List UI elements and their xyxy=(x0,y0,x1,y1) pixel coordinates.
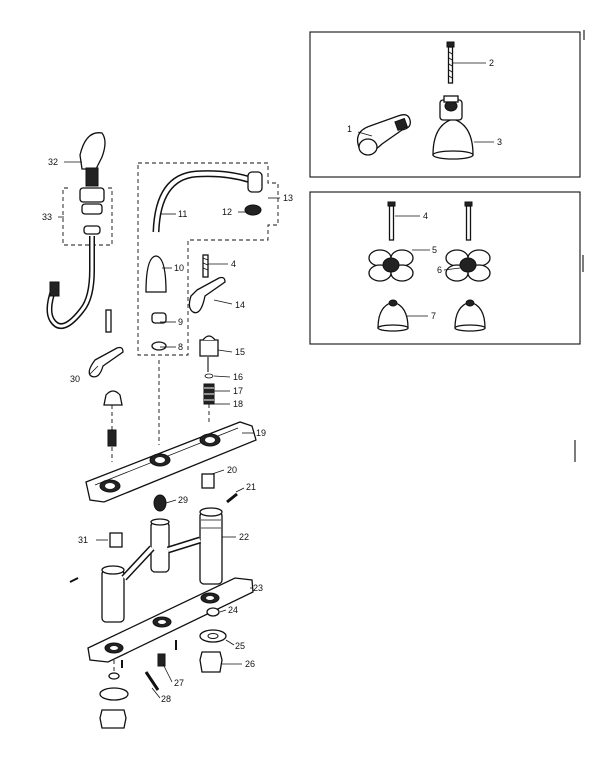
callout-26: 26 xyxy=(245,659,255,669)
callout-33: 33 xyxy=(42,212,52,222)
screw-part-2 xyxy=(446,41,455,84)
callout-12: 12 xyxy=(222,207,232,217)
left-valve-stack xyxy=(88,309,124,462)
callout-20: 20 xyxy=(227,465,237,475)
screw-left xyxy=(105,309,112,333)
spout-tip xyxy=(247,171,263,193)
inset-frame-bottom xyxy=(309,191,581,345)
callout-14: 14 xyxy=(235,300,245,310)
spout-base-part-10 xyxy=(145,255,167,293)
nut-part-27 xyxy=(157,653,166,667)
lever-part-14 xyxy=(188,276,226,314)
clip-part-9 xyxy=(151,312,167,324)
callout-4-inset: 4 xyxy=(423,211,428,221)
callout-15: 15 xyxy=(235,347,245,357)
leader-lines xyxy=(58,62,494,699)
callout-4: 4 xyxy=(231,259,236,269)
callout-2: 2 xyxy=(489,58,494,68)
callout-28: 28 xyxy=(161,694,171,704)
callout-9: 9 xyxy=(178,317,183,327)
oring-part-16 xyxy=(204,373,214,379)
sprayer-head-part-32 xyxy=(79,132,106,170)
pin-part-21 xyxy=(226,492,238,504)
sprayer-group-bracket-33 xyxy=(62,187,113,246)
connector-part-31 xyxy=(109,532,123,548)
callout-29: 29 xyxy=(178,495,188,505)
inset-frame-top xyxy=(309,31,581,178)
right-valve-stack xyxy=(188,254,226,425)
callout-30: 30 xyxy=(70,374,80,384)
cross-handle-part-6 xyxy=(445,249,491,282)
callout-21: 21 xyxy=(246,482,256,492)
callout-11: 11 xyxy=(178,209,187,219)
handle-cap-part-7 xyxy=(377,299,486,332)
spout-group-outline xyxy=(137,162,279,356)
lever-part-30 xyxy=(88,346,124,378)
callout-13: 13 xyxy=(283,193,293,203)
aerator-part-12 xyxy=(244,204,262,216)
callout-1: 1 xyxy=(347,124,352,134)
callout-22: 22 xyxy=(239,532,249,542)
callout-31: 31 xyxy=(78,535,88,545)
spout-assembly xyxy=(137,162,279,356)
washer-part-8 xyxy=(151,341,167,351)
callout-8: 8 xyxy=(178,342,183,352)
mounting-hardware xyxy=(99,607,227,729)
screw-part-4-inset xyxy=(387,201,396,241)
sprayer-assembly xyxy=(46,132,113,330)
inset-cross-handles xyxy=(309,191,581,345)
callout-3: 3 xyxy=(497,137,502,147)
handle-cap-part-3 xyxy=(432,95,474,160)
deck-plate-part-19 xyxy=(85,421,257,503)
callout-25: 25 xyxy=(235,641,245,651)
valve-body-part-22 xyxy=(69,507,223,623)
callout-18: 18 xyxy=(233,399,243,409)
diverter-part-29 xyxy=(153,494,167,512)
coupling-nut-part-26 xyxy=(199,651,223,673)
callout-5: 5 xyxy=(432,245,437,255)
washer-part-24 xyxy=(206,607,220,617)
connectors xyxy=(109,473,238,548)
callout-6: 6 xyxy=(437,265,442,275)
callout-27: 27 xyxy=(174,678,184,688)
valve-left xyxy=(103,390,123,406)
callout-19: 19 xyxy=(256,428,266,438)
cross-handle-part-5 xyxy=(368,249,414,282)
callout-16: 16 xyxy=(233,372,243,382)
base-plate-part-23 xyxy=(87,577,254,663)
callout-24: 24 xyxy=(228,605,238,615)
callout-labels: 1 2 3 4 5 6 7 8 9 10 11 12 13 4 14 15 16… xyxy=(42,58,502,704)
screw-part-4-inset-b xyxy=(464,201,473,241)
callout-23: 23 xyxy=(253,583,263,593)
callout-7: 7 xyxy=(431,311,436,321)
screw-part-4 xyxy=(202,254,209,278)
callout-10: 10 xyxy=(174,263,184,273)
margin-marks xyxy=(574,30,585,462)
connector-part-20 xyxy=(201,473,215,489)
inset-single-handle xyxy=(309,31,581,178)
screw-part-28 xyxy=(144,671,160,691)
callout-17: 17 xyxy=(233,386,243,396)
callout-32: 32 xyxy=(48,157,58,167)
valve-part-15 xyxy=(199,339,219,357)
lever-handle-part-1 xyxy=(356,114,411,156)
